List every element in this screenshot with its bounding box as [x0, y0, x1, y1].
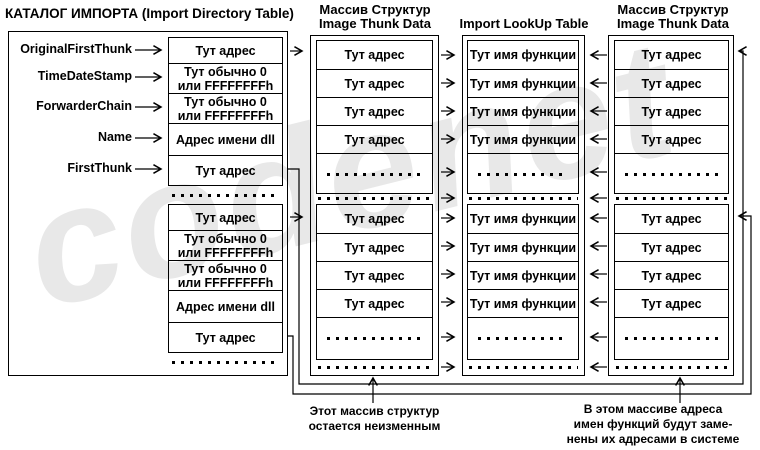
thunk-cell: Тут адрес [615, 69, 728, 97]
thunk-cell: Тут адрес [641, 48, 702, 62]
ellipsis-row [469, 197, 578, 200]
thunk-cell: Тут адрес [615, 289, 728, 317]
field-label-originalfirstthunk: OriginalFirstThunk [20, 42, 132, 56]
ellipsis-cell [615, 153, 728, 193]
thunk-array-bound-title: Массив Структур Image Thunk Data [617, 2, 729, 31]
thunk-cell: Тут адрес [344, 48, 405, 62]
ellipsis-row [616, 366, 727, 369]
ellipsis-row [318, 366, 431, 369]
function-name-cell: Тут имя функции [468, 261, 578, 289]
thunk-cell: Тут адрес [344, 212, 405, 226]
lookup-block-2: Тут имя функции Тут имя функции Тут имя … [467, 204, 579, 360]
cell-name: Адрес имени dll [169, 290, 282, 322]
function-name-cell: Тут имя функции [469, 48, 577, 62]
cell-firstthunk: Тут адрес [169, 322, 282, 352]
thunk-cell: Тут адрес [317, 97, 432, 125]
field-label-name: Name [97, 130, 132, 144]
thunk-cell: Тут адрес [615, 125, 728, 153]
thunk-cell: Тут адрес [317, 69, 432, 97]
thunk-cell: Тут адрес [317, 125, 432, 153]
thunk-cell: Тут адрес [615, 233, 728, 261]
ellipsis-cell [468, 317, 578, 359]
thunk-cell: Тут адрес [317, 289, 432, 317]
cell-firstthunk: Тут адрес [169, 155, 282, 185]
function-name-cell: Тут имя функции [468, 233, 578, 261]
function-name-cell: Тут имя функции [468, 125, 578, 153]
ellipsis-row [172, 361, 280, 364]
bound-thunk-block-2: Тут адрес Тут адрес Тут адрес Тут адрес [614, 204, 729, 360]
thunk-cell: Тут адрес [317, 261, 432, 289]
thunk-block-2: Тут адрес Тут адрес Тут адрес Тут адрес [316, 204, 433, 360]
thunk-block-1: Тут адрес Тут адрес Тут адрес Тут адрес [316, 40, 433, 194]
import-directory-box [8, 31, 288, 376]
ellipsis-row [469, 366, 578, 369]
field-label-timedatestamp: TimeDateStamp [37, 69, 132, 83]
thunk-array-original-title: Массив Структур Image Thunk Data [319, 2, 431, 31]
cell-name: Адрес имени dll [169, 123, 282, 155]
ellipsis-row [616, 197, 727, 200]
cell-originalfirstthunk: Тут адрес [195, 43, 256, 58]
bound-thunk-block-1: Тут адрес Тут адрес Тут адрес Тут адрес [614, 40, 729, 194]
caption-array-unchanged: Этот массив структур остается неизменным [308, 404, 441, 433]
thunk-cell: Тут адрес [615, 97, 728, 125]
ellipsis-cell [317, 153, 432, 193]
ellipsis-row [172, 194, 280, 197]
ellipsis-cell [468, 153, 578, 193]
thunk-cell: Тут адрес [317, 233, 432, 261]
import-directory-title: КАТАЛОГ ИМПОРТА (Import Directory Table) [5, 6, 294, 21]
function-name-cell: Тут имя функции [468, 97, 578, 125]
import-lookup-title: Import LookUp Table [459, 16, 589, 31]
function-name-cell: Тут имя функции [468, 69, 578, 97]
caption-addresses-replaced: В этом массиве адреса имен функций будут… [566, 402, 740, 446]
thunk-cell: Тут адрес [641, 212, 702, 226]
function-name-cell: Тут имя функции [469, 212, 577, 226]
thunk-cell: Тут адрес [615, 261, 728, 289]
lookup-block-1: Тут имя функции Тут имя функции Тут имя … [467, 40, 579, 194]
function-name-cell: Тут имя функции [468, 289, 578, 317]
field-label-forwarderchain: ForwarderChain [36, 99, 132, 113]
ellipsis-row [318, 197, 431, 200]
field-label-firstthunk: FirstThunk [67, 161, 132, 175]
ellipsis-cell [317, 317, 432, 359]
ellipsis-cell [615, 317, 728, 359]
cell-originalfirstthunk: Тут адрес [195, 210, 256, 225]
